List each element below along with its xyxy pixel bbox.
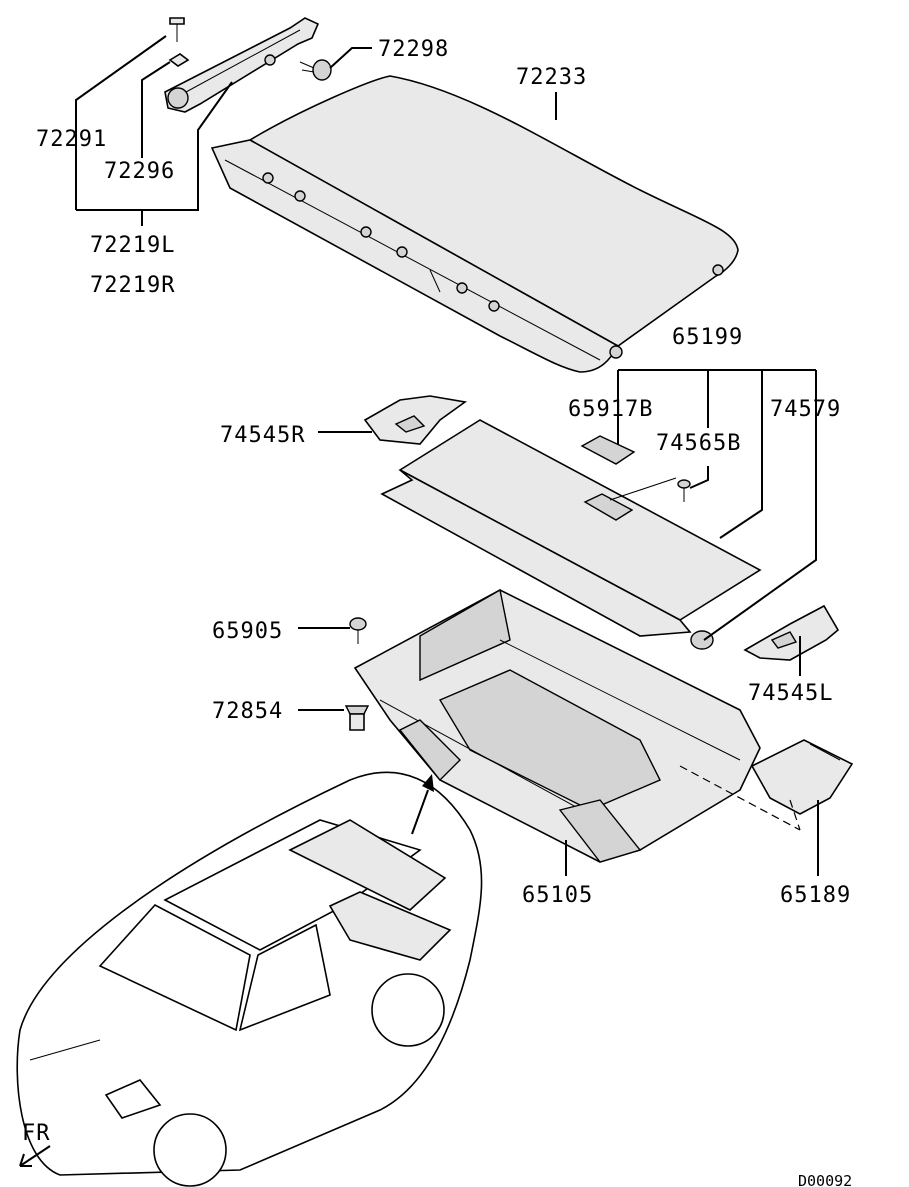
assembly-arrow <box>411 774 434 835</box>
callout-72219L: 72219L <box>90 233 175 258</box>
side-trim-74545R <box>363 395 468 445</box>
side-trim-74545L <box>743 604 840 661</box>
plate-position-dashed <box>679 765 801 831</box>
callout-72296: 72296 <box>104 159 175 184</box>
clip-65905 <box>349 617 367 644</box>
clip-72854 <box>344 705 370 731</box>
screw-74565B <box>677 479 691 502</box>
callout-65199: 65199 <box>672 325 743 350</box>
callout-74565B: 74565B <box>656 431 741 456</box>
callout-65189: 65189 <box>780 883 851 908</box>
screw-72291 <box>169 17 185 42</box>
front-direction-arrow-icon <box>19 1145 51 1167</box>
callout-65105: 65105 <box>522 883 593 908</box>
callout-65917B: 65917B <box>568 397 653 422</box>
callout-72219R: 72219R <box>90 273 175 298</box>
vehicle-illustration <box>16 771 483 1187</box>
callout-74545R: 74545R <box>220 423 305 448</box>
callout-65905: 65905 <box>212 619 283 644</box>
clip-72296 <box>168 53 190 67</box>
floor-board-74579 <box>380 419 762 637</box>
callout-74545L: 74545L <box>748 681 833 706</box>
callout-72854: 72854 <box>212 699 283 724</box>
clip-72298 <box>299 59 332 81</box>
callout-72298: 72298 <box>378 37 449 62</box>
plug-74579 <box>690 630 714 650</box>
callout-72291: 72291 <box>36 127 107 152</box>
cap-65917B <box>580 435 636 465</box>
tonneau-cover-72233 <box>210 75 739 373</box>
diagram-code: D00092 <box>798 1172 852 1187</box>
cover-rail-bracket <box>164 17 320 113</box>
vehicle-inset-parts <box>288 819 452 961</box>
cover-plate-65189 <box>750 739 854 815</box>
luggage-tray-65105 <box>353 588 761 863</box>
callout-74579: 74579 <box>770 397 841 422</box>
callout-72233: 72233 <box>516 65 587 90</box>
leader-lines <box>75 35 819 876</box>
direction-label: FR <box>22 1121 51 1146</box>
